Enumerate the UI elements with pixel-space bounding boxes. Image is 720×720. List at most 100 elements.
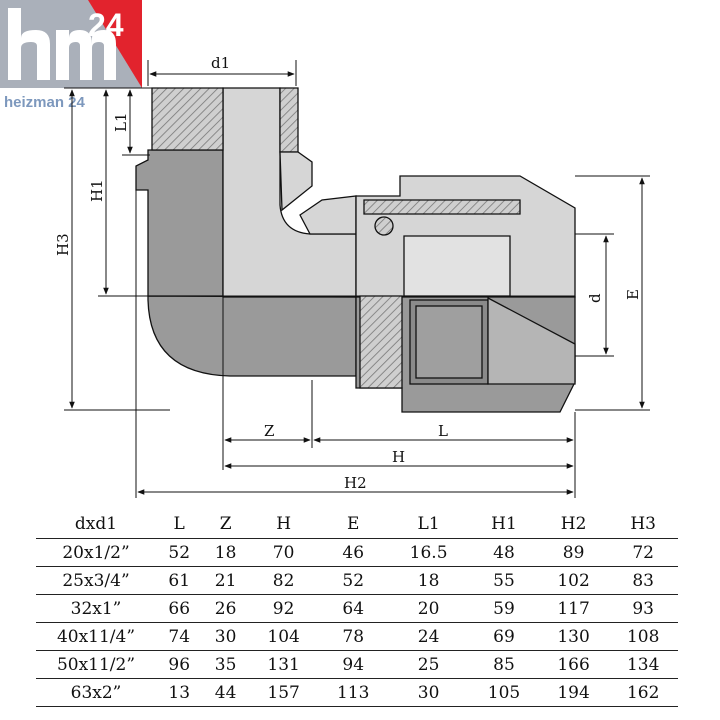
logo: 24 heizman 24	[0, 0, 142, 111]
column-header: H	[276, 514, 292, 534]
male-thread-right	[279, 87, 299, 153]
table-cell: 20x1/2”	[36, 538, 156, 567]
label-h1: H1	[88, 179, 106, 202]
label-z: Z	[264, 422, 274, 440]
table-cell: 20	[388, 594, 470, 623]
table-cell: 59	[469, 594, 539, 623]
table-cell: 30	[388, 678, 470, 707]
table-cell: 117	[538, 594, 609, 623]
label-h2: H2	[344, 474, 367, 492]
table-cell: 92	[248, 594, 319, 623]
table-cell: 74	[156, 622, 203, 651]
table-cell: 89	[538, 538, 609, 567]
table-cell: 94	[318, 650, 388, 679]
table-cell: 55	[469, 566, 539, 595]
table-cell: 26	[202, 594, 249, 623]
logo-letters	[8, 8, 116, 80]
label-h3: H3	[54, 233, 72, 256]
table-cell: 166	[538, 650, 609, 679]
table-cell: 96	[156, 650, 203, 679]
column-header: Z	[219, 514, 232, 534]
column-header: H2	[560, 514, 587, 534]
logo-number: 24	[88, 7, 124, 43]
table-cell: 157	[248, 678, 319, 707]
table-cell: 131	[248, 650, 319, 679]
nut-thread	[363, 199, 521, 215]
column-header: L	[173, 514, 185, 534]
table-cell: 162	[608, 678, 678, 707]
table-cell: 108	[608, 622, 678, 651]
table-cell: 48	[469, 538, 539, 567]
table-cell: 21	[202, 566, 249, 595]
o-ring	[374, 216, 394, 236]
table-cell: 78	[318, 622, 388, 651]
table-cell: 46	[318, 538, 388, 567]
table-cell: 61	[156, 566, 203, 595]
table-cell: 18	[202, 538, 249, 567]
center-lines	[148, 150, 575, 376]
table-cell: 66	[156, 594, 203, 623]
elbow-lower-body	[147, 295, 357, 377]
body-thread	[359, 295, 403, 389]
table-cell: 85	[469, 650, 539, 679]
grip-ring-inner	[415, 305, 483, 379]
collet-lower	[487, 296, 576, 385]
column-header: H3	[630, 514, 657, 534]
table-cell: 24	[388, 622, 470, 651]
table-cell: 70	[248, 538, 319, 567]
elbow-upper-body	[135, 149, 224, 297]
table-cell: 69	[469, 622, 539, 651]
label-d1: d1	[211, 54, 230, 72]
table-cell: 30	[202, 622, 249, 651]
table-cell: 72	[608, 538, 678, 567]
table-cell: 194	[538, 678, 609, 707]
dimension-labels: d1 L1 H1 H3 d E Z L H H2	[54, 54, 642, 492]
body-neck	[299, 195, 357, 235]
table-row: 50x11/2” 96 35 131 94 25 85 166 134	[36, 650, 678, 679]
label-l1: L1	[112, 112, 130, 132]
table-cell: 40x11/4”	[36, 622, 156, 651]
table-cell: 83	[608, 566, 678, 595]
table-cell: 52	[156, 538, 203, 567]
table-row: 25x3/4” 61 21 82 52 18 55 102 83	[36, 566, 678, 595]
table-cell: 93	[608, 594, 678, 623]
table-cell: 25x3/4”	[36, 566, 156, 595]
table-cell: 63x2”	[36, 678, 156, 707]
table-cell: 52	[318, 566, 388, 595]
table-cell: 25	[388, 650, 470, 679]
table-cell: 18	[388, 566, 470, 595]
dimension-table: dxd1 L Z H E L1 H1 H2 H3 20x1/2” 52 18 7…	[36, 510, 678, 707]
table-cell: 35	[202, 650, 249, 679]
table-cell: 44	[202, 678, 249, 707]
table-cell: 13	[156, 678, 203, 707]
table-cell: 104	[248, 622, 319, 651]
table-row: 32x1” 66 26 92 64 20 59 117 93	[36, 594, 678, 623]
table-row: 40x11/4” 74 30 104 78 24 69 130 108	[36, 622, 678, 651]
table-cell: 16.5	[388, 538, 470, 567]
collet	[403, 235, 511, 297]
fitting-drawing: 24 heizman 24	[0, 0, 650, 498]
column-header: dxd1	[74, 514, 118, 534]
dimensions	[64, 60, 650, 498]
column-header: H1	[491, 514, 517, 534]
table-cell: 64	[318, 594, 388, 623]
table-row: 63x2” 13 44 157 113 30 105 194 162	[36, 678, 678, 707]
logo-tagline: heizman 24	[4, 94, 86, 111]
table-cell: 134	[608, 650, 678, 679]
table-cell: 102	[538, 566, 609, 595]
table-cell: 130	[538, 622, 609, 651]
label-l: L	[438, 422, 448, 440]
table-cell: 105	[469, 678, 539, 707]
table-row: 20x1/2” 52 18 70 46 16.5 48 89 72	[36, 538, 678, 567]
thread-shoulder	[279, 151, 313, 212]
column-header: E	[346, 514, 360, 534]
table-cell: 32x1”	[36, 594, 156, 623]
table-cell: 113	[318, 678, 388, 707]
table-cell: 50x11/2”	[36, 650, 156, 679]
label-e: E	[624, 289, 642, 300]
label-d: d	[586, 293, 604, 303]
label-h: H	[392, 448, 405, 466]
male-thread	[151, 87, 224, 151]
table-cell: 82	[248, 566, 319, 595]
fitting-body	[135, 87, 576, 413]
